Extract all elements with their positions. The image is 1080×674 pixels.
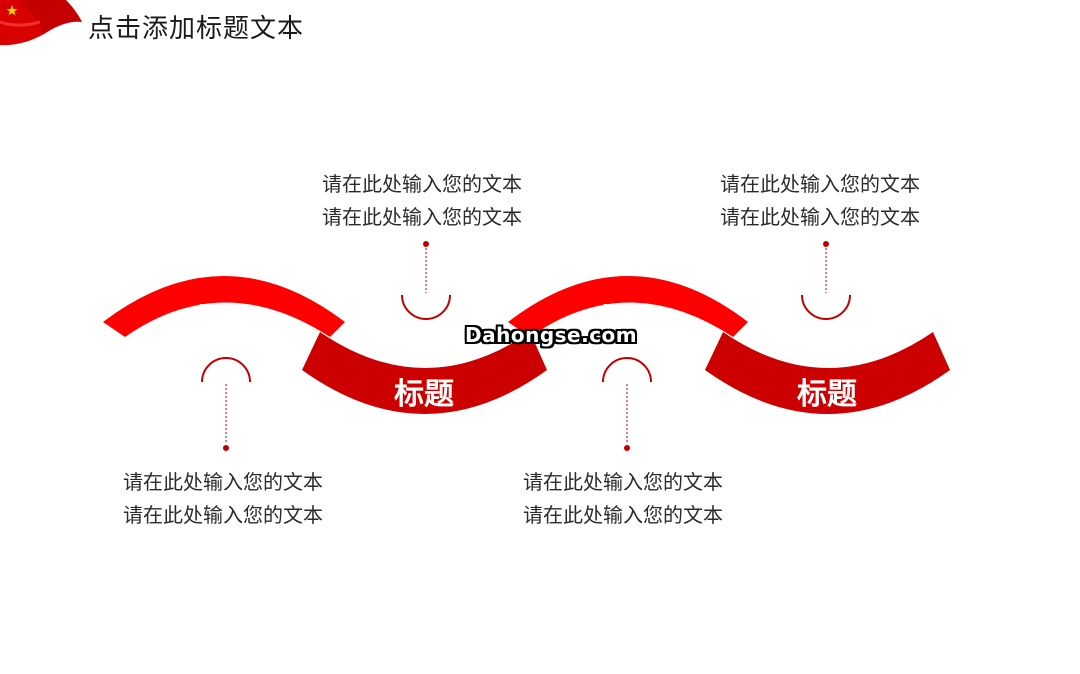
text-block-3[interactable]: 请在此处输入您的文本 请在此处输入您的文本 bbox=[123, 466, 363, 532]
connector-dot-1 bbox=[423, 241, 429, 247]
red-flag-icon bbox=[0, 0, 82, 46]
page-title: 点击添加标题文本 bbox=[88, 14, 305, 44]
text-line: 请在此处输入您的文本 bbox=[523, 470, 723, 494]
connector-arc-1 bbox=[401, 294, 451, 320]
text-block-1[interactable]: 请在此处输入您的文本 请在此处输入您的文本 bbox=[322, 168, 562, 234]
text-line: 请在此处输入您的文本 bbox=[720, 172, 920, 196]
connector-arc-2 bbox=[801, 294, 851, 320]
text-line: 请在此处输入您的文本 bbox=[322, 205, 522, 229]
connector-4 bbox=[602, 357, 652, 451]
connector-3 bbox=[201, 357, 251, 451]
wave-segment-3 bbox=[508, 276, 748, 337]
text-line: 请在此处输入您的文本 bbox=[523, 503, 723, 527]
text-line: 请在此处输入您的文本 bbox=[123, 503, 323, 527]
watermark: Dahongse.com bbox=[465, 323, 638, 347]
wave-segment-1 bbox=[103, 276, 345, 337]
segment-label-3: 标题 bbox=[598, 303, 658, 338]
text-block-2[interactable]: 请在此处输入您的文本 请在此处输入您的文本 bbox=[720, 168, 960, 234]
connector-dot-3 bbox=[223, 445, 229, 451]
segment-label-4: 标题 bbox=[797, 377, 857, 412]
text-block-4[interactable]: 请在此处输入您的文本 请在此处输入您的文本 bbox=[523, 466, 763, 532]
connector-dot-2 bbox=[823, 241, 829, 247]
connector-2 bbox=[801, 241, 851, 320]
text-line: 请在此处输入您的文本 bbox=[720, 205, 920, 229]
connector-1 bbox=[401, 241, 451, 320]
text-line: 请在此处输入您的文本 bbox=[123, 470, 323, 494]
connector-arc-4 bbox=[602, 357, 652, 383]
segment-label-2: 标题 bbox=[394, 377, 454, 412]
wave-segment-2 bbox=[302, 332, 547, 414]
wave-segment-4 bbox=[705, 332, 950, 414]
connector-arc-3 bbox=[201, 357, 251, 383]
segment-label-1: 标题 bbox=[194, 303, 254, 338]
text-line: 请在此处输入您的文本 bbox=[322, 172, 522, 196]
connector-dot-4 bbox=[624, 445, 630, 451]
